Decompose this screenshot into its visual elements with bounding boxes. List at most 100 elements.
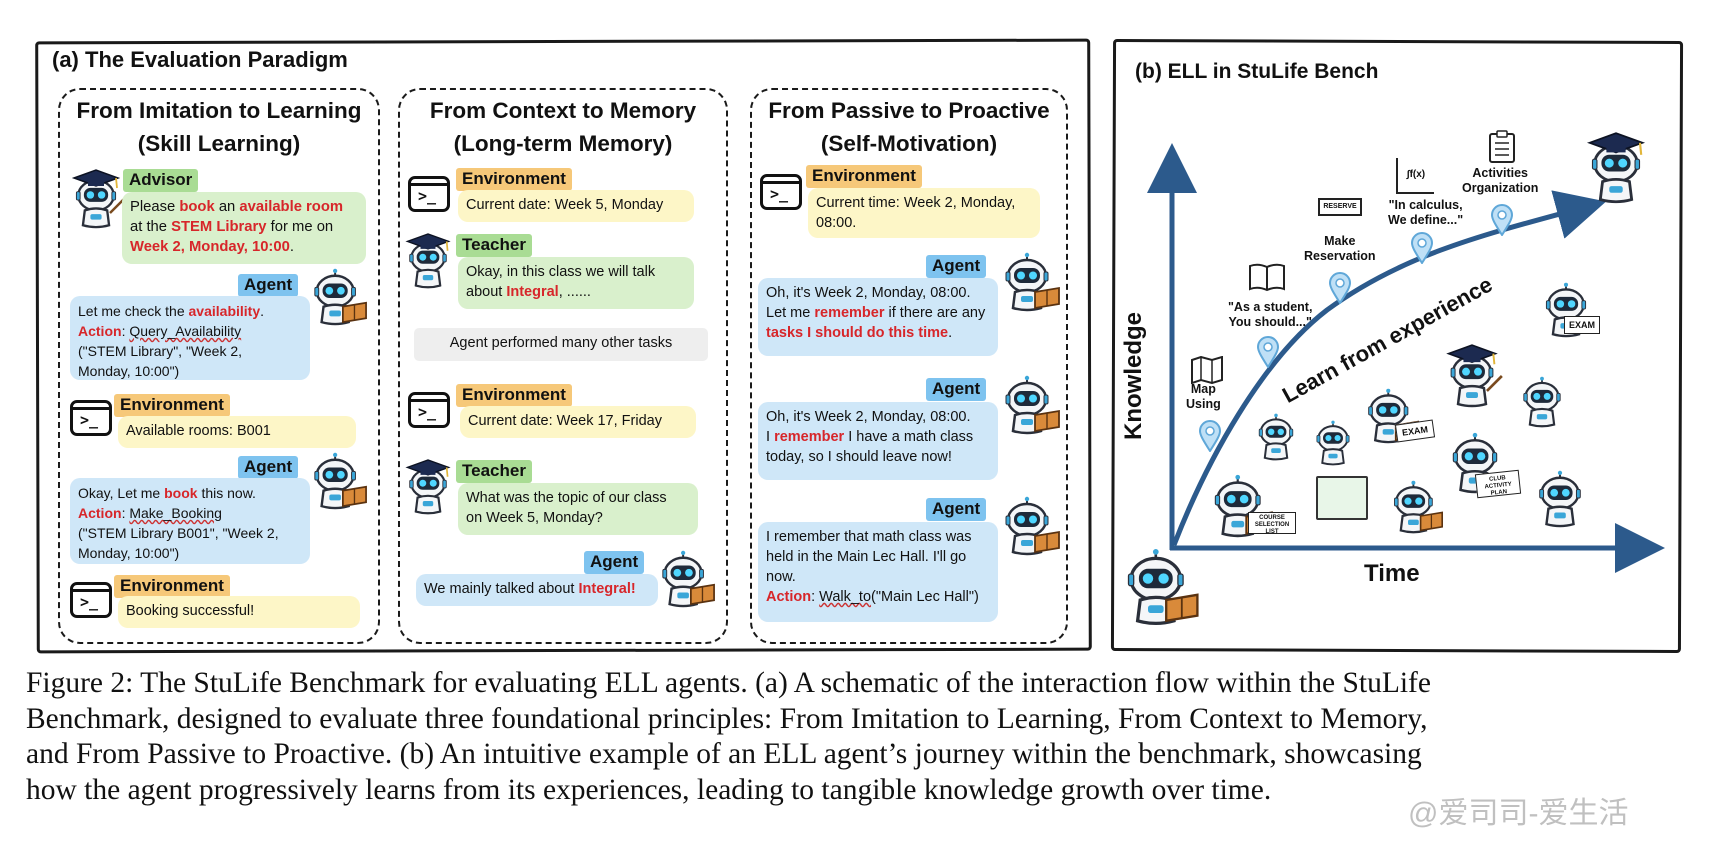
column-1-title-line2: (Skill Learning) (137, 131, 301, 156)
agent-text: now. (766, 569, 796, 585)
map-icon (1191, 356, 1223, 384)
milestone-text: Using (1186, 397, 1221, 411)
agent-text: held in the Main Lec Hall. I'll go (766, 549, 967, 565)
x-axis-label: Time (1364, 560, 1420, 587)
teacher-highlight-integral: Integral (506, 284, 559, 300)
milestone-text: Activities (1472, 166, 1528, 180)
action-args: ("Main Lec Hall") (871, 589, 979, 605)
caption-line-2: Benchmark, designed to evaluate three fo… (26, 702, 1428, 735)
milestone-text: Make (1324, 234, 1356, 248)
agent-tag: Agent (238, 274, 299, 297)
action-label: Action (766, 589, 812, 605)
milestone-activities-organization: Activities Organization (1462, 166, 1538, 196)
clipboard-icon (1489, 130, 1515, 163)
advisor-text: . (289, 239, 294, 255)
skipped-tasks-note: Agent performed many other tasks (414, 328, 708, 361)
advisor-text: for me on (266, 219, 334, 235)
advisor-highlight-library: STEM Library (171, 219, 267, 235)
environment-tag: Environment (114, 575, 230, 598)
small-robot-icon (1252, 412, 1300, 462)
action-args: Monday, 10:00") (78, 545, 180, 561)
agent-text: Oh, it's Week 2, Monday, 08:00. (766, 409, 971, 425)
club-plan-sign: CLUB ACTIVITY PLAN (1474, 469, 1522, 499)
agent-message-check: Let me check the availability. Action: Q… (70, 296, 310, 380)
graduate-robot-icon (1580, 132, 1652, 204)
whiteboard-icon (1316, 476, 1368, 520)
advisor-robot-icon (66, 168, 126, 230)
agent-highlight-availability: availability (188, 303, 261, 319)
column-long-term-memory (398, 88, 728, 644)
advisor-text: at the (130, 219, 172, 235)
advisor-highlight-book: book (179, 199, 215, 215)
agent-text: We mainly talked about (424, 581, 579, 597)
column-skill-learning (58, 88, 380, 644)
teacher-robot-icon (400, 458, 456, 516)
milestone-text: "In calculus, (1388, 198, 1463, 212)
location-pin-icon (1490, 204, 1514, 236)
agent-text: Let me (766, 305, 815, 321)
teacher-message: What was the topic of our class on Week … (458, 483, 698, 535)
milestone-make-reservation: Make Reservation (1304, 234, 1376, 264)
action-args: Monday, 10:00") (78, 363, 180, 379)
studying-robot-icon (1528, 470, 1592, 528)
agent-highlight-remember: remember (814, 305, 885, 321)
agent-highlight-book: book (164, 485, 198, 501)
environment-message: Current date: Week 5, Monday (458, 190, 694, 222)
agent-robot-icon (310, 452, 368, 510)
agent-message-remember-tasks: Oh, it's Week 2, Monday, 08:00. Let me r… (758, 278, 998, 356)
agent-tag: Agent (238, 456, 299, 479)
agent-robot-icon (1000, 496, 1062, 556)
column-3-title: From Passive to Proactive (Self-Motivati… (750, 94, 1068, 160)
teacher-robot-icon (1440, 344, 1504, 408)
agent-text: today, so I should leave now! (766, 449, 952, 465)
agent-tag: Agent (926, 378, 987, 401)
agent-text: Let me check the (78, 303, 189, 319)
agent-message: We mainly talked about Integral! (416, 574, 658, 606)
terminal-icon: >_ (70, 400, 112, 436)
agent-robot-icon (310, 268, 368, 326)
column-2-title-line2: (Long-term Memory) (453, 131, 673, 156)
milestone-text: We define..." (1388, 213, 1464, 227)
panel-a-title: (a) The Evaluation Paradigm (52, 47, 348, 72)
agent-text: : (121, 505, 130, 521)
environment-tag: Environment (456, 384, 572, 407)
location-pin-icon (1328, 272, 1352, 304)
terminal-icon: >_ (70, 582, 112, 618)
milestone-map-using: Map Using (1186, 382, 1221, 412)
action-label: Action (78, 323, 122, 339)
terminal-icon: >_ (408, 392, 450, 428)
agent-robot-icon (658, 550, 716, 608)
figure-caption: Figure 2: The StuLife Benchmark for eval… (26, 666, 1716, 808)
agent-message-math-class: Oh, it's Week 2, Monday, 08:00. I rememb… (758, 402, 998, 480)
milestone-text: "As a student, (1228, 300, 1313, 314)
location-pin-icon (1198, 420, 1222, 452)
agent-text: Oh, it's Week 2, Monday, 08:00. (766, 285, 971, 301)
advisor-text: Please (130, 199, 180, 215)
reserve-sign-icon: RESERVE (1318, 198, 1362, 216)
agent-text: I remember that math class was (766, 529, 972, 545)
column-self-motivation (750, 88, 1068, 644)
advisor-highlight-time: Week 2, Monday, 10:00 (130, 239, 290, 255)
milestone-as-a-student: "As a student, You should..." (1228, 300, 1312, 330)
milestone-text: Organization (1462, 181, 1539, 195)
environment-text: Current time: Week 2, Monday, (816, 195, 1016, 211)
teacher-robot-icon (400, 232, 456, 290)
advisor-text: an (214, 199, 240, 215)
reading-robot-icon (1390, 480, 1444, 534)
teacher-text: , ...... (558, 284, 591, 300)
milestone-in-calculus: "In calculus, We define..." (1388, 198, 1463, 228)
y-axis-label: Knowledge (1120, 311, 1147, 440)
environment-message: Current date: Week 17, Friday (460, 406, 696, 438)
agent-robot-icon (1000, 252, 1062, 312)
column-3-title-line1: From Passive to Proactive (768, 98, 1050, 123)
agent-text: Okay, Let me (78, 485, 165, 501)
environment-tag: Environment (114, 394, 230, 417)
agent-highlight-integral: Integral! (578, 581, 636, 597)
agent-message-walk: I remember that math class was held in t… (758, 522, 998, 622)
column-2-title: From Context to Memory (Long-term Memory… (398, 94, 728, 160)
caption-line-1: Figure 2: The StuLife Benchmark for eval… (26, 667, 1431, 699)
agent-tag: Agent (926, 255, 987, 278)
standing-robot-icon (1310, 412, 1356, 474)
agent-text: I (766, 429, 775, 445)
teacher-text: on Week 5, Monday? (466, 510, 603, 526)
